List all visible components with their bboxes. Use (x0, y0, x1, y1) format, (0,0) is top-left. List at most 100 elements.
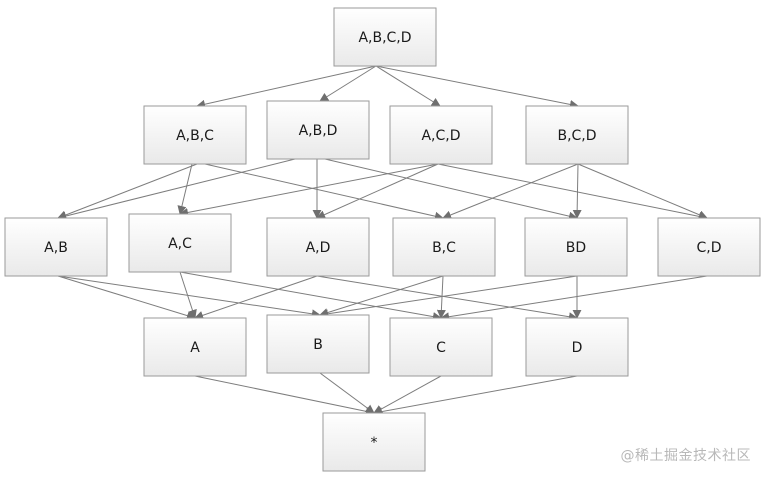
edge-abc-to-ab (57, 163, 198, 220)
edge-line (316, 163, 439, 219)
node-box (333, 7, 437, 67)
watermark-text: @稀土掘金技术社区 (620, 448, 751, 464)
edge-line (572, 163, 582, 219)
node-box (525, 105, 629, 165)
node-bd: BD (524, 217, 628, 277)
edge-abc-to-bc (204, 163, 444, 221)
edge-bc-to-b (319, 275, 444, 317)
node-box (4, 217, 108, 277)
edge-a-to-empty (194, 375, 375, 416)
node-label: A,B,C (176, 128, 214, 144)
node-box (525, 317, 629, 377)
node-box (128, 213, 232, 273)
edge-acd-to-ac (179, 163, 439, 217)
edge-ab-to-b (57, 275, 321, 319)
edge-line (57, 158, 296, 221)
node-box (657, 217, 761, 277)
edge-line (437, 163, 708, 221)
node-label: BD (566, 240, 586, 256)
edge-line (319, 65, 377, 102)
node-box (524, 217, 628, 277)
edge-line (179, 271, 197, 319)
edge-line (57, 275, 196, 320)
node-box (143, 317, 247, 377)
edge-ad-to-d (316, 275, 578, 322)
edge-line (373, 375, 442, 414)
node-bc: B,C (392, 217, 496, 277)
edge-ac-to-c (179, 271, 442, 322)
node-ab: A,B (4, 217, 108, 277)
edge-line (204, 163, 444, 221)
edge-line (375, 65, 441, 107)
node-label: * (371, 435, 378, 451)
node-a: A (143, 317, 247, 377)
node-label: D (572, 340, 583, 356)
edge-line (442, 163, 579, 220)
edge-ac-to-a (179, 271, 197, 319)
edge-line (319, 372, 375, 414)
edge-abcd-to-bcd (375, 65, 579, 109)
node-box (392, 217, 496, 277)
node-abcd: A,B,C,D (333, 7, 437, 67)
node-label: A,C,D (421, 128, 460, 144)
edge-line (375, 65, 579, 109)
edge-line (319, 275, 444, 317)
edge-bd-to-b (319, 275, 578, 319)
edge-line (194, 375, 375, 416)
edge-acd-to-cd (437, 163, 708, 221)
edge-bcd-to-bc (442, 163, 579, 220)
edge-abcd-to-abd (319, 65, 377, 102)
edge-line (440, 275, 708, 322)
edge-cd-to-c (440, 275, 708, 322)
node-label: A,D (306, 240, 331, 256)
edge-line (373, 375, 578, 416)
edge-ad-to-a (194, 275, 318, 320)
edge-abcd-to-acd (375, 65, 441, 107)
edge-c-to-empty (373, 375, 442, 414)
edge-b-to-empty (319, 372, 375, 414)
node-d: D (525, 317, 629, 377)
node-ad: A,D (266, 217, 370, 277)
node-ac: A,C (128, 213, 232, 273)
edge-bcd-to-bd (572, 163, 582, 219)
edge-acd-to-ad (316, 163, 439, 219)
node-label: B,C,D (557, 128, 596, 144)
node-box (143, 105, 247, 165)
node-label: C (436, 340, 446, 356)
edge-line (577, 163, 708, 220)
nodes-layer: A,B,C,D A,B,C A,B,D A,C,D B,C,D A,B A,C A,D B,C B… (4, 7, 761, 472)
edge-line (319, 275, 578, 319)
node-c: C (389, 317, 493, 377)
edge-abd-to-ab (57, 158, 296, 221)
edge-line (179, 271, 442, 322)
node-acd: A,C,D (389, 105, 493, 165)
node-abc: A,B,C (143, 105, 247, 165)
edge-line (316, 275, 578, 322)
edge-line (179, 163, 439, 217)
node-label: A,B (44, 240, 68, 256)
node-label: A (190, 340, 200, 356)
node-label: A,C (168, 236, 192, 252)
node-b: B (266, 314, 370, 374)
edge-line (194, 275, 318, 320)
node-label: B,C (432, 240, 456, 256)
edge-abc-to-ac (177, 163, 193, 215)
edge-line (436, 275, 446, 319)
node-label: A,B,C,D (358, 30, 411, 46)
edge-bc-to-c (436, 275, 446, 319)
node-label: B (313, 337, 323, 353)
edge-d-to-empty (373, 375, 578, 416)
edge-line (57, 163, 198, 220)
node-box (389, 105, 493, 165)
node-label: C,D (696, 240, 721, 256)
edges-layer (57, 65, 708, 416)
node-box (266, 314, 370, 374)
node-empty: * (322, 412, 426, 472)
node-abd: A,B,D (266, 100, 370, 160)
node-box (266, 100, 370, 160)
edge-ab-to-a (57, 275, 196, 320)
node-bcd: B,C,D (525, 105, 629, 165)
node-box (322, 412, 426, 472)
node-box (389, 317, 493, 377)
